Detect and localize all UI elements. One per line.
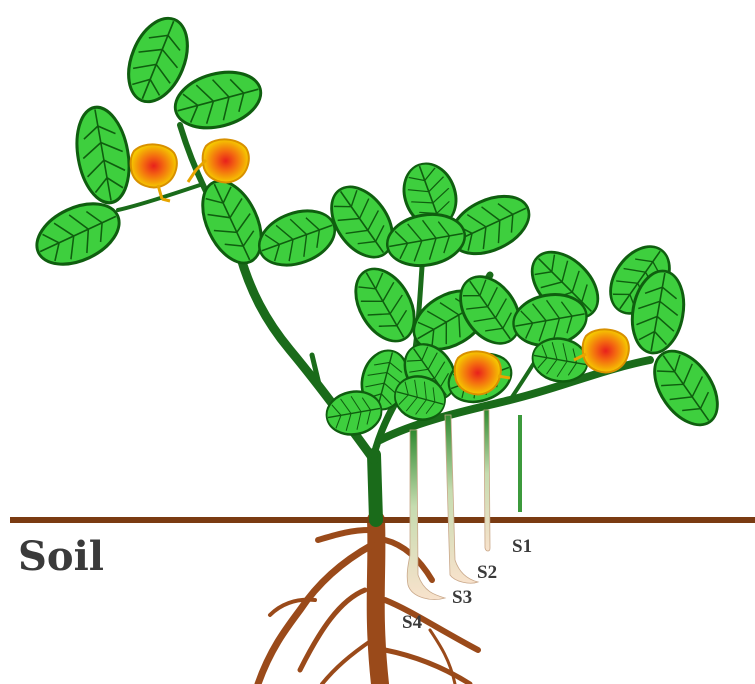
peg-s1	[518, 415, 522, 512]
flower-icon	[131, 144, 177, 201]
soil-label: Soil	[18, 533, 104, 580]
root-system	[258, 520, 478, 684]
leaf-icon	[70, 103, 136, 207]
leaf-icon	[27, 192, 128, 277]
leaf-icon	[252, 201, 343, 275]
peg-s2	[484, 410, 490, 551]
label-s3: S3	[452, 587, 472, 608]
label-s2: S2	[477, 562, 497, 583]
leaf-icon	[169, 63, 267, 136]
leaf-icon	[383, 209, 469, 272]
label-s4: S4	[402, 612, 423, 633]
label-s1: S1	[512, 536, 532, 557]
leaves	[27, 10, 730, 439]
peg-s3	[445, 415, 478, 583]
